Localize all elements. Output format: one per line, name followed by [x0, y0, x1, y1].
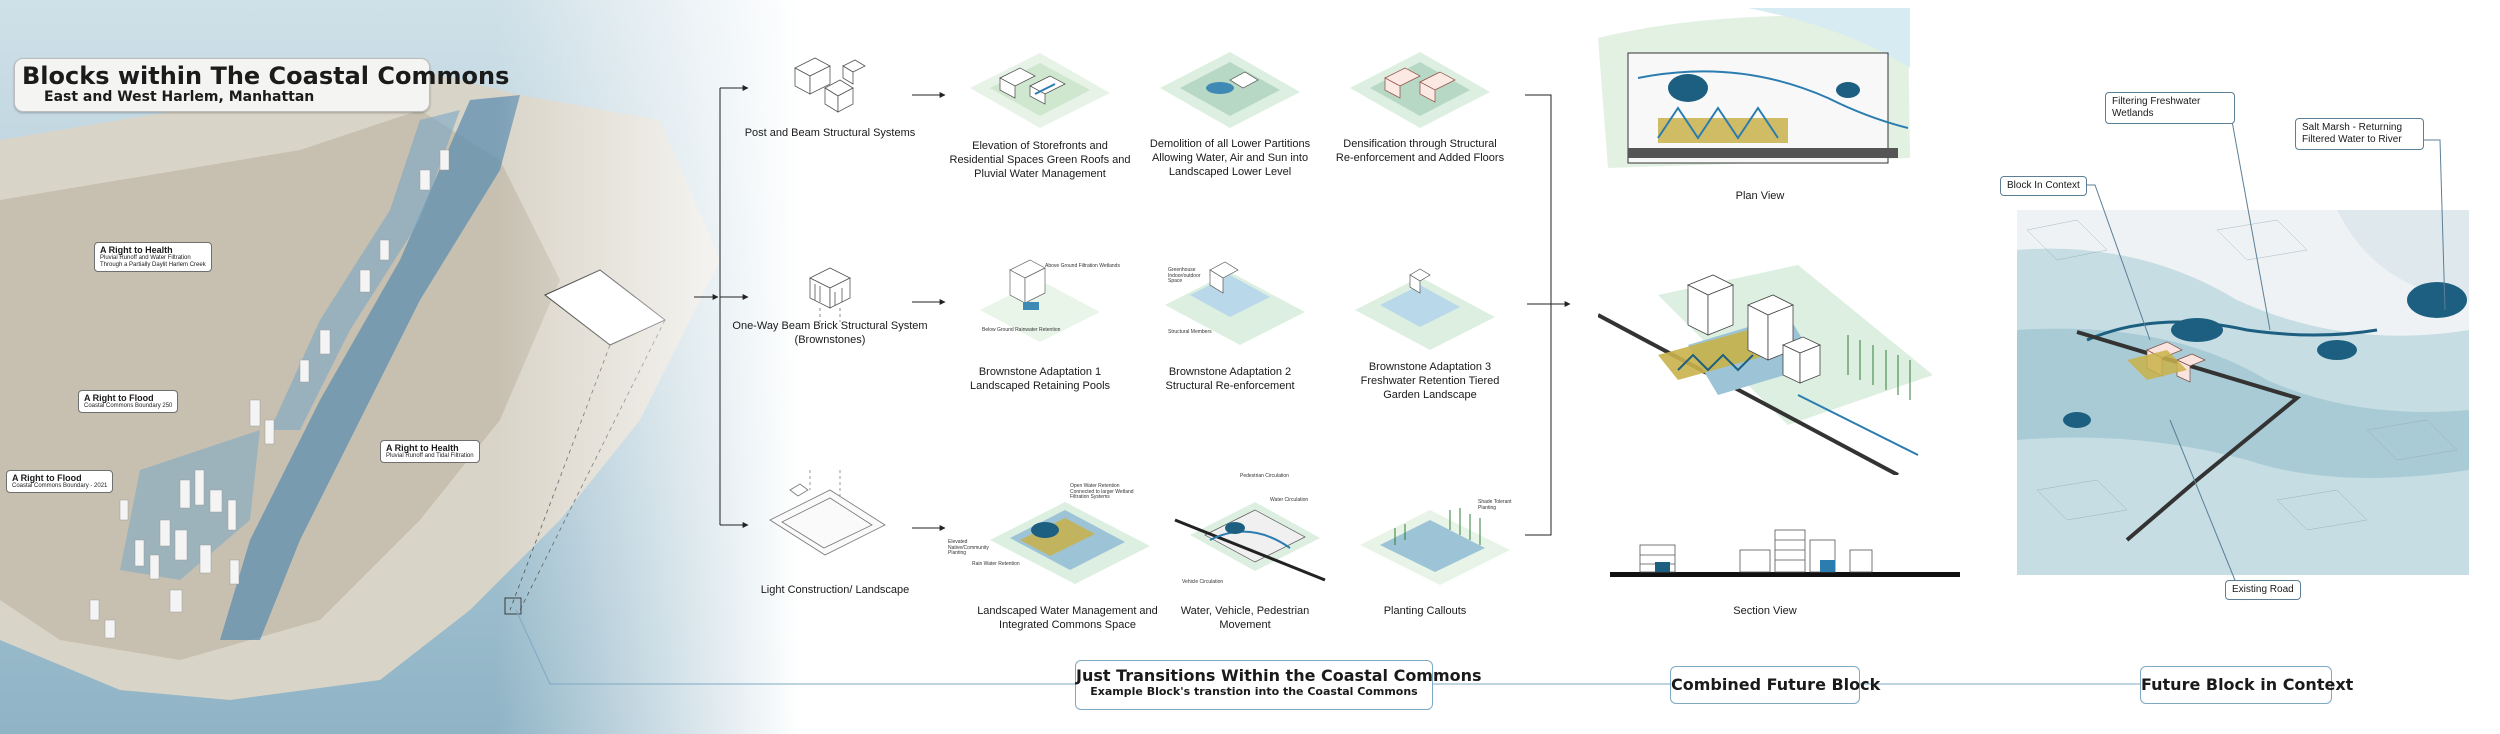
- callout-title: A Right to Health: [100, 245, 173, 255]
- adaptation-diagram-storefronts: [970, 53, 1110, 128]
- annotation-water-circulation: Water Circulation: [1270, 497, 1309, 503]
- adaptation-diagram-demolition: [1160, 52, 1300, 128]
- pill-combined-future-block: Combined Future Block: [1670, 666, 1880, 704]
- section-view-label: Section View: [1733, 605, 1797, 617]
- context-label-wetlands: Filtering Freshwater Wetlands: [2105, 92, 2235, 124]
- section-axon-drawing: [1598, 265, 1933, 475]
- adaptation-label-2-3: Brownstone Adaptation 3 Freshwater Reten…: [1360, 361, 1500, 401]
- pill-title: Combined Future Block: [1671, 675, 1881, 694]
- adaptation-diagram-planting: [1360, 508, 1510, 585]
- adaptation-label-1-3: Densification through Structural Re-enfo…: [1335, 138, 1505, 164]
- callout-right-to-flood-2021: A Right to Flood Coastal Commons Boundar…: [6, 470, 114, 494]
- adaptation-label-1-1: Elevation of Storefronts and Residential…: [949, 140, 1131, 180]
- callout-right-to-flood-250: A Right to Flood Coastal Commons Boundar…: [78, 390, 179, 414]
- adaptation-diagram-structural: [1165, 261, 1305, 345]
- callout-title: A Right to Flood: [12, 473, 82, 483]
- annotation-above-ground: Above Ground Filtration Wetlands: [1045, 263, 1120, 269]
- system-label-light-construction: Light Construction/ Landscape: [760, 584, 910, 596]
- annotation-greenhouse: Greenhouse Indoor/outdoor Space: [1168, 267, 1201, 284]
- adaptation-label-2-2: Brownstone Adaptation 2 Structural Re-en…: [1165, 366, 1295, 392]
- callout-right-to-health-creek: A Right to Health Pluvial Runoff and Wat…: [94, 242, 212, 273]
- annotation-shade: Shade Tolerant Planting: [1478, 499, 1512, 511]
- callout-title: A Right to Health: [386, 443, 459, 453]
- adaptation-diagram-movement: [1174, 502, 1326, 582]
- light-construction-icon: [769, 470, 886, 556]
- system-label-post-beam: Post and Beam Structural Systems: [744, 127, 916, 139]
- adaptation-label-1-2: Demolition of all Lower Partitions Allow…: [1149, 138, 1311, 178]
- annotation-elevated-native: Elevated Native/Community Planting: [948, 539, 989, 556]
- section-view-drawing: [1610, 529, 1960, 577]
- context-label-salt-marsh: Salt Marsh - Returning Filtered Water to…: [2295, 118, 2424, 150]
- title-box: [14, 58, 430, 112]
- pill-subtitle: Example Block's transtion into the Coast…: [1090, 685, 1418, 698]
- callout-right-to-health-tidal: A Right to Health Pluvial Runoff and Tid…: [380, 440, 480, 464]
- adaptation-diagram-densification: [1350, 52, 1490, 128]
- callout-sub: Pluvial Runoff and Water Filtration: [100, 255, 191, 262]
- plan-view-drawing: [1598, 8, 1910, 168]
- callout-sub: Coastal Commons Boundary 250: [84, 403, 173, 410]
- system-label-brownstone: One-Way Beam Brick Structural System (Br…: [732, 320, 928, 346]
- annotation-vehicle: Vehicle Circulation: [1182, 579, 1224, 585]
- adaptation-label-3-1: Landscaped Water Management and Integrat…: [977, 605, 1158, 631]
- context-label-road: Existing Road: [2225, 580, 2301, 600]
- annotation-pedestrian: Pedestrian Circulation: [1240, 473, 1289, 479]
- callout-title: A Right to Flood: [84, 393, 154, 403]
- adaptation-diagram-retaining-pools: [980, 259, 1100, 342]
- page-title: Blocks within The Coastal Commons: [22, 62, 510, 90]
- adaptation-label-3-3: Planting Callouts: [1383, 605, 1467, 617]
- pill-future-block-context: Future Block in Context: [2140, 666, 2353, 704]
- brownstone-icon: [809, 267, 851, 322]
- harlem-aerial-map: [0, 0, 800, 734]
- callout-sub: Pluvial Runoff and Tidal Filtration: [386, 453, 474, 460]
- pill-title: Future Block in Context: [2141, 675, 2354, 694]
- adaptation-label-3-2: Water, Vehicle, Pedestrian Movement: [1180, 605, 1310, 631]
- annotation-below-ground: Below Ground Rainwater Retention: [982, 327, 1061, 333]
- adaptation-diagram-tiered-garden: [1355, 268, 1495, 350]
- adaptation-diagram-water-management: [990, 502, 1150, 584]
- context-map-drawing: [2017, 210, 2469, 575]
- pill-title: Just Transitions Within the Coastal Comm…: [1076, 666, 1482, 685]
- callout-sub: Through a Partially Daylit Harlem Creek: [100, 262, 206, 269]
- annotation-open-water: Open Water Retention Connected to larger…: [1070, 483, 1134, 500]
- pill-just-transitions: Just Transitions Within the Coastal Comm…: [1075, 660, 1482, 710]
- plan-view-label: Plan View: [1735, 190, 1785, 202]
- annotation-rain-water: Rain Water Retention: [972, 561, 1020, 567]
- callout-sub: Coastal Commons Boundary - 2021: [12, 483, 108, 490]
- context-label-block: Block In Context: [2000, 176, 2087, 196]
- annotation-structural-members: Structural Members: [1168, 329, 1212, 335]
- post-beam-icon: [794, 57, 866, 113]
- adaptation-label-2-1: Brownstone Adaptation 1 Landscaped Retai…: [969, 366, 1111, 392]
- page-subtitle: East and West Harlem, Manhattan: [44, 89, 315, 105]
